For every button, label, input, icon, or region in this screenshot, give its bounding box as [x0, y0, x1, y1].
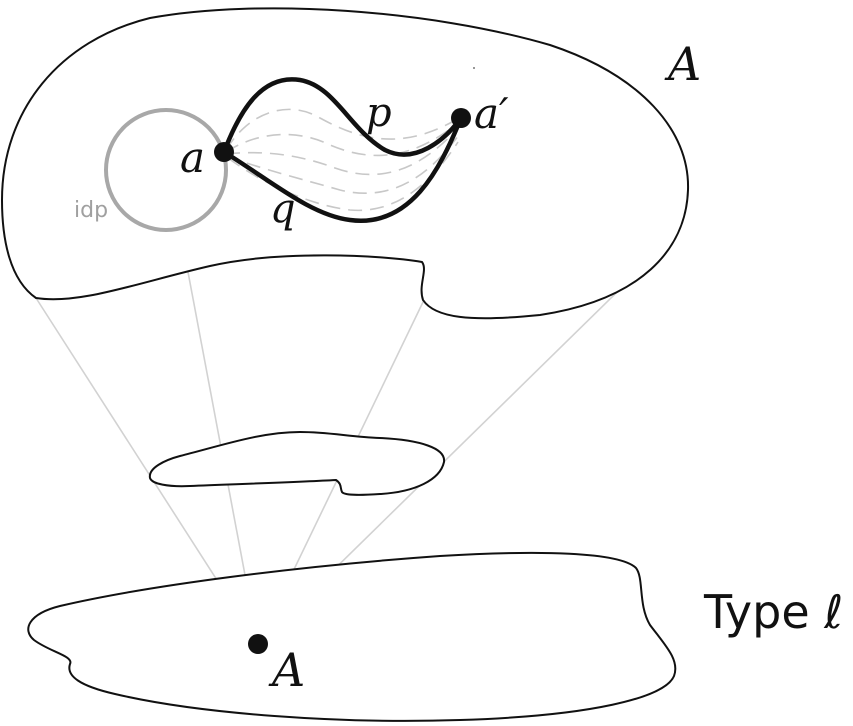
homotopy-dash-4	[225, 135, 459, 194]
space-region-top	[0, 7, 690, 320]
label-point-bottom: A	[268, 643, 305, 697]
label-identity-loop: idp	[74, 198, 108, 223]
space-region-middle	[148, 430, 446, 496]
label-path-p: p	[366, 90, 392, 136]
label-point-a-prime: a′	[474, 89, 509, 138]
label-path-q: q	[270, 186, 296, 232]
label-universe: Type ℓ	[703, 585, 843, 639]
label-space-top: A	[664, 37, 701, 91]
homotopy-dash-3	[225, 129, 457, 176]
universe-region	[27, 551, 677, 722]
stray-mark	[473, 67, 475, 69]
identity-loop	[104, 108, 228, 232]
point-a-prime-dot	[451, 108, 471, 128]
path-p	[221, 77, 463, 157]
point-a-dot	[214, 142, 234, 162]
homotopy-dash-1	[225, 108, 453, 151]
path-q	[222, 117, 464, 223]
point-bottom-dot	[248, 634, 268, 654]
label-point-a: a	[180, 133, 205, 182]
